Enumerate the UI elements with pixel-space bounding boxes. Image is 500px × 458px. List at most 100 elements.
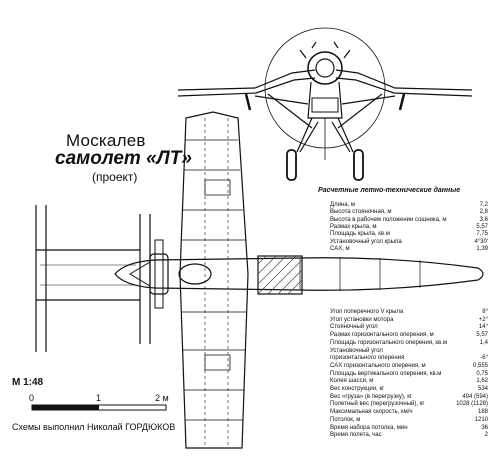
spec-row: САХ горизонтального оперения, м 0,555 xyxy=(330,363,488,370)
credit-line: Схемы выполнил Николай ГОРДЮКОВ xyxy=(12,422,176,432)
spec-row: Установочный угол крыла 4°30' xyxy=(330,239,488,246)
cargo-bay xyxy=(257,255,303,295)
spec-label: Угол установки мотора xyxy=(330,316,394,323)
spec-label: Время полета, час xyxy=(330,432,382,439)
front-wheel-right xyxy=(353,149,364,181)
front-gear-legs xyxy=(296,117,354,153)
top-fuselage xyxy=(114,257,484,291)
spec-value: 8° xyxy=(482,309,488,315)
front-wheel-left xyxy=(286,149,297,181)
spec-label: Угол поперечного V крыла xyxy=(330,309,404,315)
spec-label: Размах горизонтального оперения, м xyxy=(330,332,434,339)
spec-label: САХ горизонтального оперения, м xyxy=(330,362,426,369)
top-wing-outline xyxy=(179,111,249,449)
spec-value: 1210 xyxy=(474,416,488,423)
front-engine xyxy=(307,51,343,85)
top-view xyxy=(35,111,484,449)
spec-label: Время набора потолка, мин xyxy=(330,424,408,431)
spec-row: Площадь крыла, кв.м 7,75 xyxy=(330,231,488,238)
designer-name: Москалев xyxy=(66,131,146,150)
spec-row: Максимальная скорость, км/ч 188 xyxy=(330,409,488,416)
spec-label: горизонтального оперения xyxy=(330,355,405,362)
spec-value: 3,6 xyxy=(479,216,488,223)
spec-row: Потолок, м 1210 xyxy=(330,417,488,424)
spec-value: 1,62 xyxy=(476,378,488,385)
spec-value: 534 xyxy=(477,386,488,392)
spec-row: Полетный вес (перегрузочный), кг 1028 (11… xyxy=(330,401,488,408)
spec-row: Угол установки мотора +2° xyxy=(330,317,488,324)
spec-value: 1028 (1128) xyxy=(456,401,488,408)
front-view xyxy=(177,27,473,181)
spec-row: Площадь вертикального оперения, кв.м 0,75 xyxy=(330,371,488,378)
spec-label: Установочный угол крыла xyxy=(330,238,402,245)
top-cockpit xyxy=(178,263,212,285)
spec-value: 0,75 xyxy=(476,370,488,377)
spec-row: горизонтального оперения -6° xyxy=(330,355,488,362)
top-propeller xyxy=(154,239,164,309)
spec-value: 0,555 xyxy=(472,362,488,369)
spec-value: 5,57 xyxy=(476,223,488,230)
boom-right xyxy=(35,205,47,352)
boom-left xyxy=(139,214,151,344)
scale-tick: 1 xyxy=(96,393,102,403)
spec-label: Максимальная скорость, км/ч xyxy=(330,409,413,416)
spec-label: Потолок, м xyxy=(330,416,361,423)
spec-label: Вес «груза» (в перегрузку), кг xyxy=(330,393,413,400)
spec-value: 1,39 xyxy=(476,245,488,252)
spec-value: 494 (594) xyxy=(462,393,488,400)
spec-label: Полетный вес (перегрузочный), кг xyxy=(330,401,425,408)
front-wing-right xyxy=(335,69,473,91)
project-note: (проект) xyxy=(92,170,138,184)
spec-value: 5,57 xyxy=(476,332,488,339)
spec-value: +2° xyxy=(478,316,488,323)
top-engine xyxy=(149,253,169,295)
spec-value: 4°30' xyxy=(474,238,488,245)
spec-label: Площадь крыла, кв.м xyxy=(330,231,390,238)
spec-label: Высота в рабочем положении сошника, м xyxy=(330,216,447,223)
aircraft-name: самолет «ЛТ» xyxy=(55,148,192,169)
spec-row: Размах крыла, м 5,57 xyxy=(330,224,488,231)
spec-row: Время полета, час 2 xyxy=(330,432,488,439)
spec-label: Площадь вертикального оперения, кв.м xyxy=(330,370,442,377)
spec-label: Вес конструкции, кг xyxy=(330,386,385,392)
spec-value: 2,8 xyxy=(479,209,488,216)
scale-tick: 2 м xyxy=(155,393,169,403)
spec-row: Вес конструкции, кг 534 xyxy=(330,386,488,393)
scale-tick: 0 xyxy=(29,393,35,403)
spec-row: Колея шасси, м 1,62 xyxy=(330,378,488,385)
spec-label: Площадь горизонтального оперения, кв.м xyxy=(330,339,448,346)
spec-value: 2 xyxy=(484,432,488,439)
spec-label: Размах крыла, м xyxy=(330,223,377,230)
spec-row: Время набора потолка, мин 36 xyxy=(330,425,488,432)
spec-value: 1,4 xyxy=(479,339,488,346)
spec-label: Стояночный угол xyxy=(330,324,378,331)
spec-label: Колея шасси, м xyxy=(330,378,374,385)
spec-value: 36 xyxy=(481,424,488,431)
spec-value: 188 xyxy=(477,409,488,416)
front-wing-left xyxy=(177,69,316,91)
spec-label: Установочный угол xyxy=(330,347,383,354)
spec-value: 14° xyxy=(478,324,488,331)
spec-row: Установочный угол xyxy=(330,348,488,355)
specs-heading: Расчетные летно-технические данные xyxy=(318,187,461,194)
spec-row: Размах горизонтального оперения, м 5,57 xyxy=(330,332,488,339)
spec-row: Площадь горизонтального оперения, кв.м 1,… xyxy=(330,340,488,347)
h-stabilizer xyxy=(36,249,140,301)
spec-row: САХ, м 1,39 xyxy=(330,246,488,253)
spec-value: -6° xyxy=(480,355,488,362)
spec-value: 7,75 xyxy=(476,231,488,238)
spec-label: САХ, м xyxy=(330,245,350,252)
scale-label: М 1:48 xyxy=(12,377,44,388)
spec-row: Вес «груза» (в перегрузку), кг 494 (594) xyxy=(330,394,488,401)
spec-row: Стояночный угол 14° xyxy=(330,324,488,331)
spec-row: Высота в рабочем положении сошника, м 3,6 xyxy=(330,217,488,224)
scale-bar xyxy=(31,404,167,411)
spec-row: Высота стояночная, м 2,8 xyxy=(330,209,488,216)
spec-label: Длина, м xyxy=(330,202,356,208)
front-struts xyxy=(267,93,383,129)
spec-row: Угол поперечного V крыла 8° xyxy=(330,309,488,316)
front-fuselage xyxy=(307,81,343,119)
spec-label: Высота стояночная, м xyxy=(330,209,392,216)
